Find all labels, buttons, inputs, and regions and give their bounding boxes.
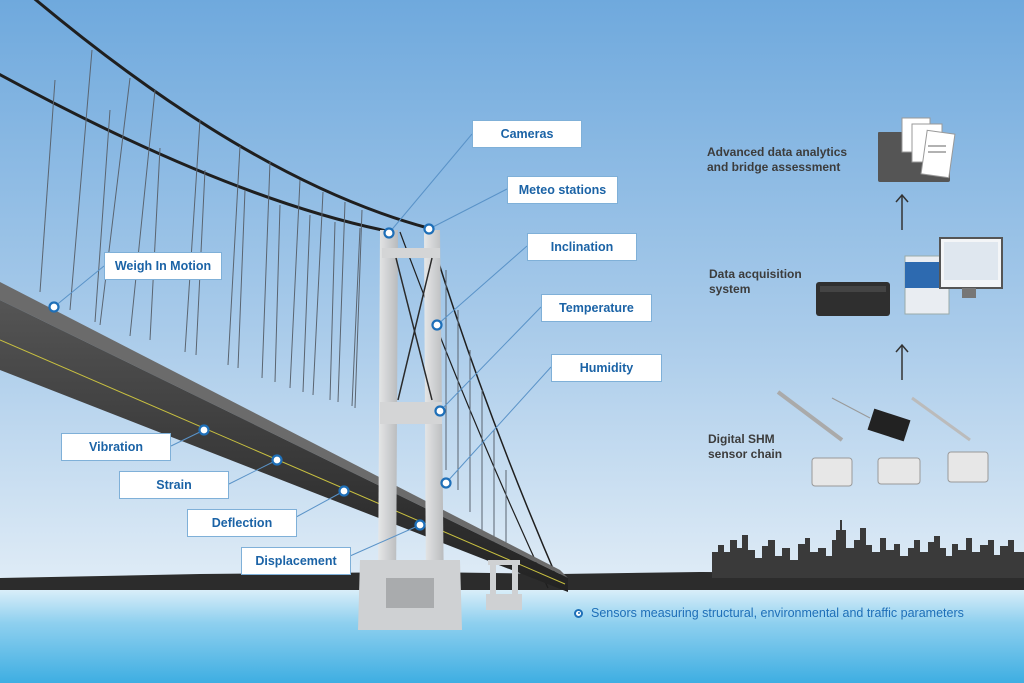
distant-tower	[486, 560, 522, 610]
hangers	[39, 49, 507, 562]
label-weigh-in-motion: Weigh In Motion	[104, 252, 222, 280]
label-meteo-stations: Meteo stations	[507, 176, 618, 204]
main-cable-front	[0, 72, 393, 234]
sensor-marker	[434, 405, 446, 417]
sensor-markers	[48, 223, 452, 531]
arrow-up-icon-1	[895, 193, 909, 230]
sensor-marker	[198, 424, 210, 436]
legend-text: Sensors measuring structural, environmen…	[591, 606, 964, 620]
deck-lane-line	[0, 339, 566, 585]
label-humidity: Humidity	[551, 354, 662, 382]
label-displacement: Displacement	[241, 547, 351, 575]
sensor-marker	[414, 519, 426, 531]
main-cable-right-2	[399, 231, 549, 589]
sensor-marker	[383, 227, 395, 239]
sensor-marker	[440, 477, 452, 489]
analytics-label: Advanced data analytics and bridge asses…	[707, 145, 848, 174]
sensor-chain-label: Digital SHM sensor chain	[708, 432, 783, 461]
folder-documents-icon	[878, 117, 956, 182]
city-skyline	[712, 520, 1024, 578]
sensor-marker	[431, 319, 443, 331]
label-cameras: Cameras	[472, 120, 582, 148]
label-temperature: Temperature	[541, 294, 652, 322]
main-cable-right	[427, 227, 561, 586]
label-deflection: Deflection	[187, 509, 297, 537]
sensor-marker-icon	[574, 608, 583, 618]
label-strain: Strain	[119, 471, 229, 499]
sensor-marker	[338, 485, 350, 497]
label-inclination: Inclination	[527, 233, 637, 261]
sensor-marker	[48, 301, 60, 313]
acquisition-label: Data acquisition system	[709, 267, 802, 296]
main-tower	[358, 230, 462, 630]
label-vibration: Vibration	[61, 433, 171, 461]
data-acquisition-device-icon	[816, 237, 1003, 316]
sensor-marker	[423, 223, 435, 235]
sensor-devices-icon	[776, 390, 989, 487]
main-cable-back	[33, 0, 429, 230]
legend: Sensors measuring structural, environmen…	[574, 606, 964, 620]
arrow-up-icon-2	[895, 343, 909, 380]
sensor-marker	[271, 454, 283, 466]
